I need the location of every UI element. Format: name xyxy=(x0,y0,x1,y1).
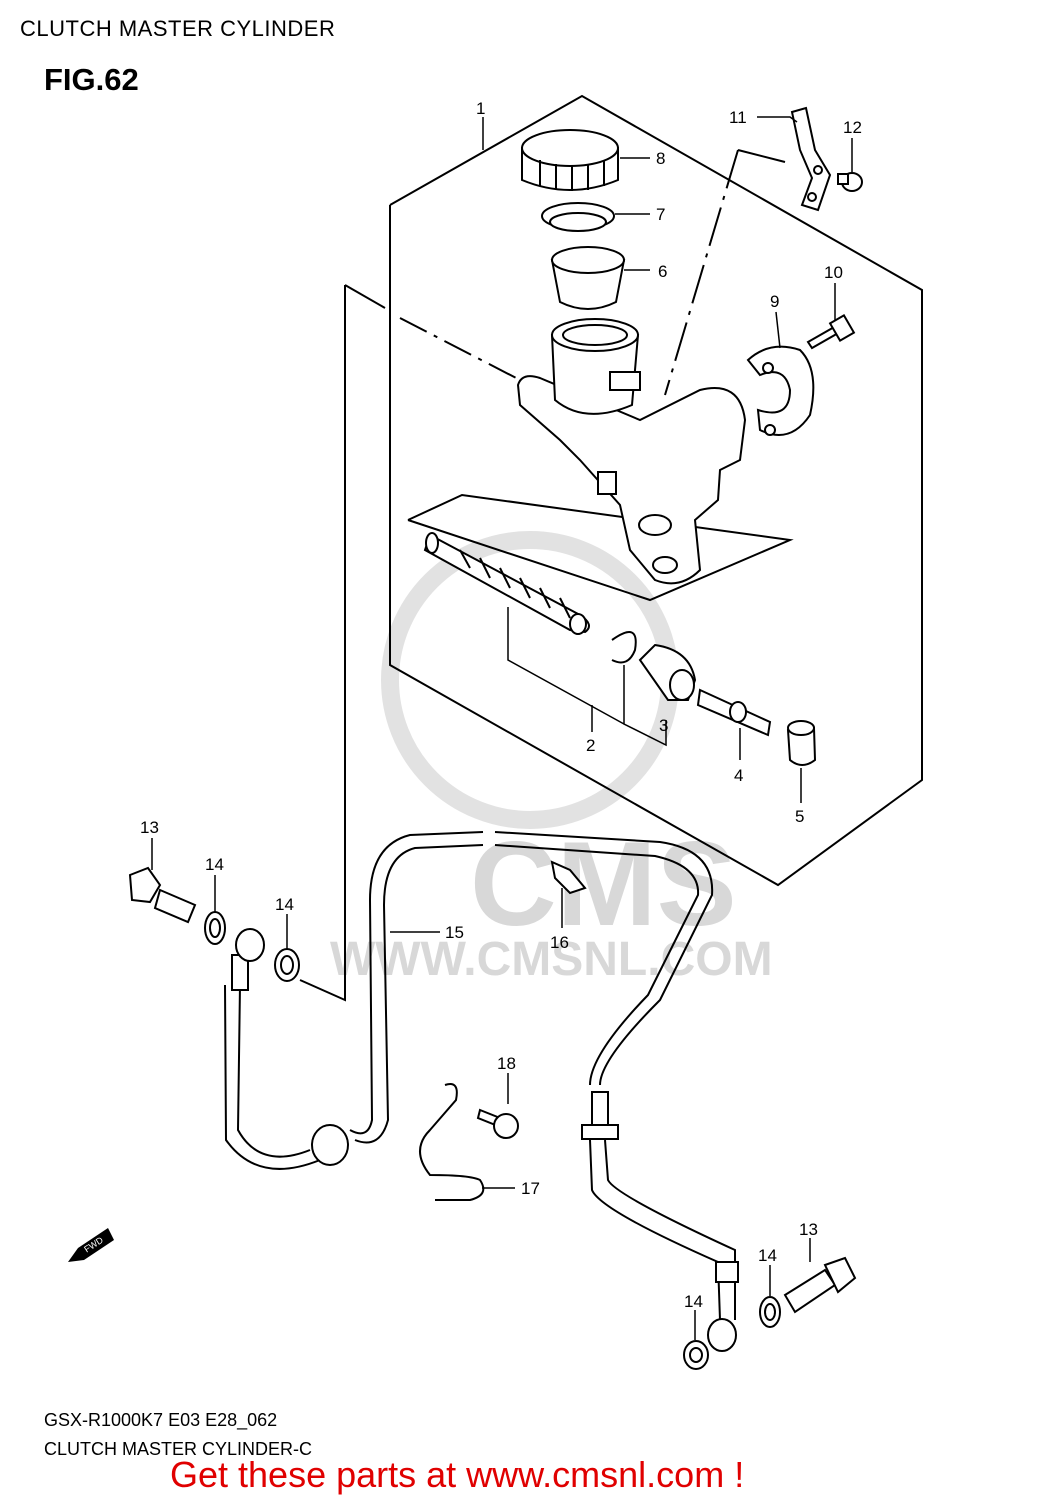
callout-10: 10 xyxy=(824,263,843,282)
callout-8: 8 xyxy=(656,149,665,168)
callout-13-upper: 13 xyxy=(140,818,159,837)
hose-bracket-line xyxy=(299,285,346,1002)
callout-14-d: 14 xyxy=(684,1292,703,1311)
circlip xyxy=(611,631,637,664)
callout-6: 6 xyxy=(658,262,667,281)
reservoir-cap xyxy=(521,129,619,191)
hose-clamp xyxy=(550,860,587,895)
page-title: CLUTCH MASTER CYLINDER xyxy=(20,16,336,41)
callout-18: 18 xyxy=(497,1054,516,1073)
push-rod xyxy=(696,688,772,737)
callout-14-b: 14 xyxy=(275,895,294,914)
callout-16: 16 xyxy=(550,933,569,952)
assembly-box xyxy=(389,94,923,887)
rod-cap xyxy=(786,720,817,766)
diagram-code: GSX-R1000K7 E03 E28_062 xyxy=(44,1410,278,1430)
banjo-fittings xyxy=(204,911,781,1370)
callout-2: 2 xyxy=(586,736,595,755)
callout-17: 17 xyxy=(521,1179,540,1198)
callout-14-a: 14 xyxy=(205,855,224,874)
banjo-bolt-upper xyxy=(128,866,197,924)
piston-spring xyxy=(423,532,590,635)
callout-4: 4 xyxy=(734,766,743,785)
callout-13-lower: 13 xyxy=(799,1220,818,1239)
callout-5: 5 xyxy=(795,807,804,826)
callout-11: 11 xyxy=(729,108,747,127)
banjo-bolt-lower xyxy=(783,1256,857,1314)
callout-15: 15 xyxy=(445,923,464,942)
clip-bolt xyxy=(476,1108,519,1139)
get-parts-link[interactable]: Get these parts at www.cmsnl.com ! xyxy=(170,1454,745,1495)
watermark-url: WWW.CMSNL.COM xyxy=(330,933,773,986)
fwd-arrow-icon: FWD xyxy=(68,1228,114,1262)
figure-label: FIG.62 xyxy=(44,62,139,97)
diaphragm-plate xyxy=(541,202,615,232)
wire-clip xyxy=(419,1083,485,1201)
dust-boot xyxy=(638,643,697,701)
callout-12: 12 xyxy=(843,118,862,137)
hose-guide-bracket xyxy=(790,106,832,212)
diaphragm xyxy=(550,246,626,310)
bracket-screw xyxy=(837,172,863,192)
diagram-caption: CLUTCH MASTER CYLINDER-C xyxy=(44,1439,313,1459)
callout-1: 1 xyxy=(476,99,485,118)
leader-lines xyxy=(151,116,853,1340)
clutch-hose xyxy=(224,831,739,1321)
callout-9: 9 xyxy=(770,292,779,311)
tray-outline xyxy=(407,493,794,602)
callout-7: 7 xyxy=(656,205,665,224)
holder-clamp xyxy=(746,345,815,436)
callout-numbers: 1 2 3 4 5 6 7 8 9 10 11 12 13 13 14 14 1… xyxy=(140,99,862,1311)
master-cylinder-body xyxy=(516,318,747,585)
callout-14-c: 14 xyxy=(758,1246,777,1265)
callout-3: 3 xyxy=(659,716,668,735)
clamp-bolt xyxy=(806,313,856,350)
